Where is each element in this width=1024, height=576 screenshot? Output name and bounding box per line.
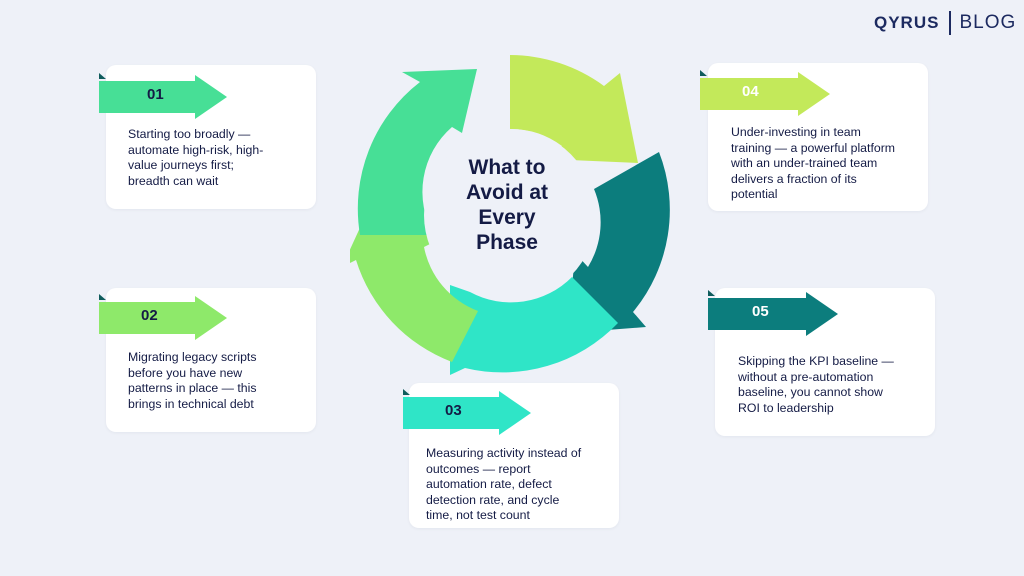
step-number: 01 [147, 86, 164, 103]
card-text-line: Under-investing in team [731, 125, 861, 139]
card-text-line: value journeys first; [128, 158, 234, 172]
card-text-line: training — a powerful platform [731, 140, 896, 155]
card-text-line: Starting too broadly — [128, 127, 251, 141]
step-badge-05: 05 [708, 290, 838, 340]
brand-divider [949, 11, 952, 35]
card-text-line: time, not test count [426, 508, 530, 522]
step-badge-02: 02 [99, 294, 227, 344]
card-text-line: detection rate, and cycle [426, 492, 560, 507]
step-badge-01: 01 [99, 73, 227, 123]
step-number: 03 [445, 402, 462, 419]
card-text-line: Measuring activity instead of [426, 446, 582, 460]
center-title-line: What to [468, 156, 546, 179]
step-badge-03: 03 [403, 389, 531, 439]
card-text-line: brings in technical debt [128, 396, 254, 411]
center-title-line: Every [478, 206, 536, 229]
cycle-segment-01 [357, 69, 477, 235]
card-text-line: patterns in place — this [128, 381, 257, 395]
qyrus-logo: QYRUS [874, 13, 940, 32]
card-text-line: automate high-risk, high- [128, 142, 264, 157]
cycle-segment-04 [510, 55, 638, 163]
card-text-line: potential [731, 187, 778, 201]
step-number: 04 [742, 83, 759, 100]
cycle-segment-05 [568, 152, 670, 333]
step-number: 05 [752, 303, 769, 320]
card-text-01: Starting too broadly — automate high-ris… [128, 127, 263, 189]
card-text-line: outcomes — report [426, 461, 531, 476]
blog-label: BLOG [959, 12, 1017, 33]
card-text-line: breadth can wait [128, 173, 219, 188]
step-badge-04: 04 [700, 70, 830, 120]
card-text-line: baseline, you cannot show [738, 385, 883, 399]
card-text-line: delivers a fraction of its [731, 171, 857, 186]
card-text-line: Skipping the KPI baseline — [738, 354, 894, 368]
card-text-line: Migrating legacy scripts [128, 350, 257, 364]
card-text-line: automation rate, defect [426, 477, 552, 491]
cycle-diagram [350, 55, 670, 375]
card-text-03: Measuring activity instead of outcomes —… [426, 446, 581, 524]
card-text-line: ROI to leadership [738, 400, 834, 415]
step-number: 02 [141, 307, 158, 324]
card-text-line: without a pre-automation [738, 369, 874, 384]
cycle-segment-03 [450, 277, 618, 375]
card-text-04: Under-investing in team training — a pow… [731, 125, 895, 203]
brand-header: QYRUS BLOG [874, 10, 1016, 36]
card-text-02: Migrating legacy scripts before you have… [128, 350, 257, 412]
card-text-05: Skipping the KPI baseline — without a pr… [738, 354, 894, 416]
cycle-segment-02 [350, 195, 478, 362]
center-title: What to Avoid at Every Phase [423, 155, 591, 255]
card-text-line: before you have new [128, 365, 243, 380]
center-title-line: Phase [476, 231, 538, 254]
card-text-line: with an under-trained team [731, 156, 878, 170]
center-title-line: Avoid at [465, 181, 549, 204]
